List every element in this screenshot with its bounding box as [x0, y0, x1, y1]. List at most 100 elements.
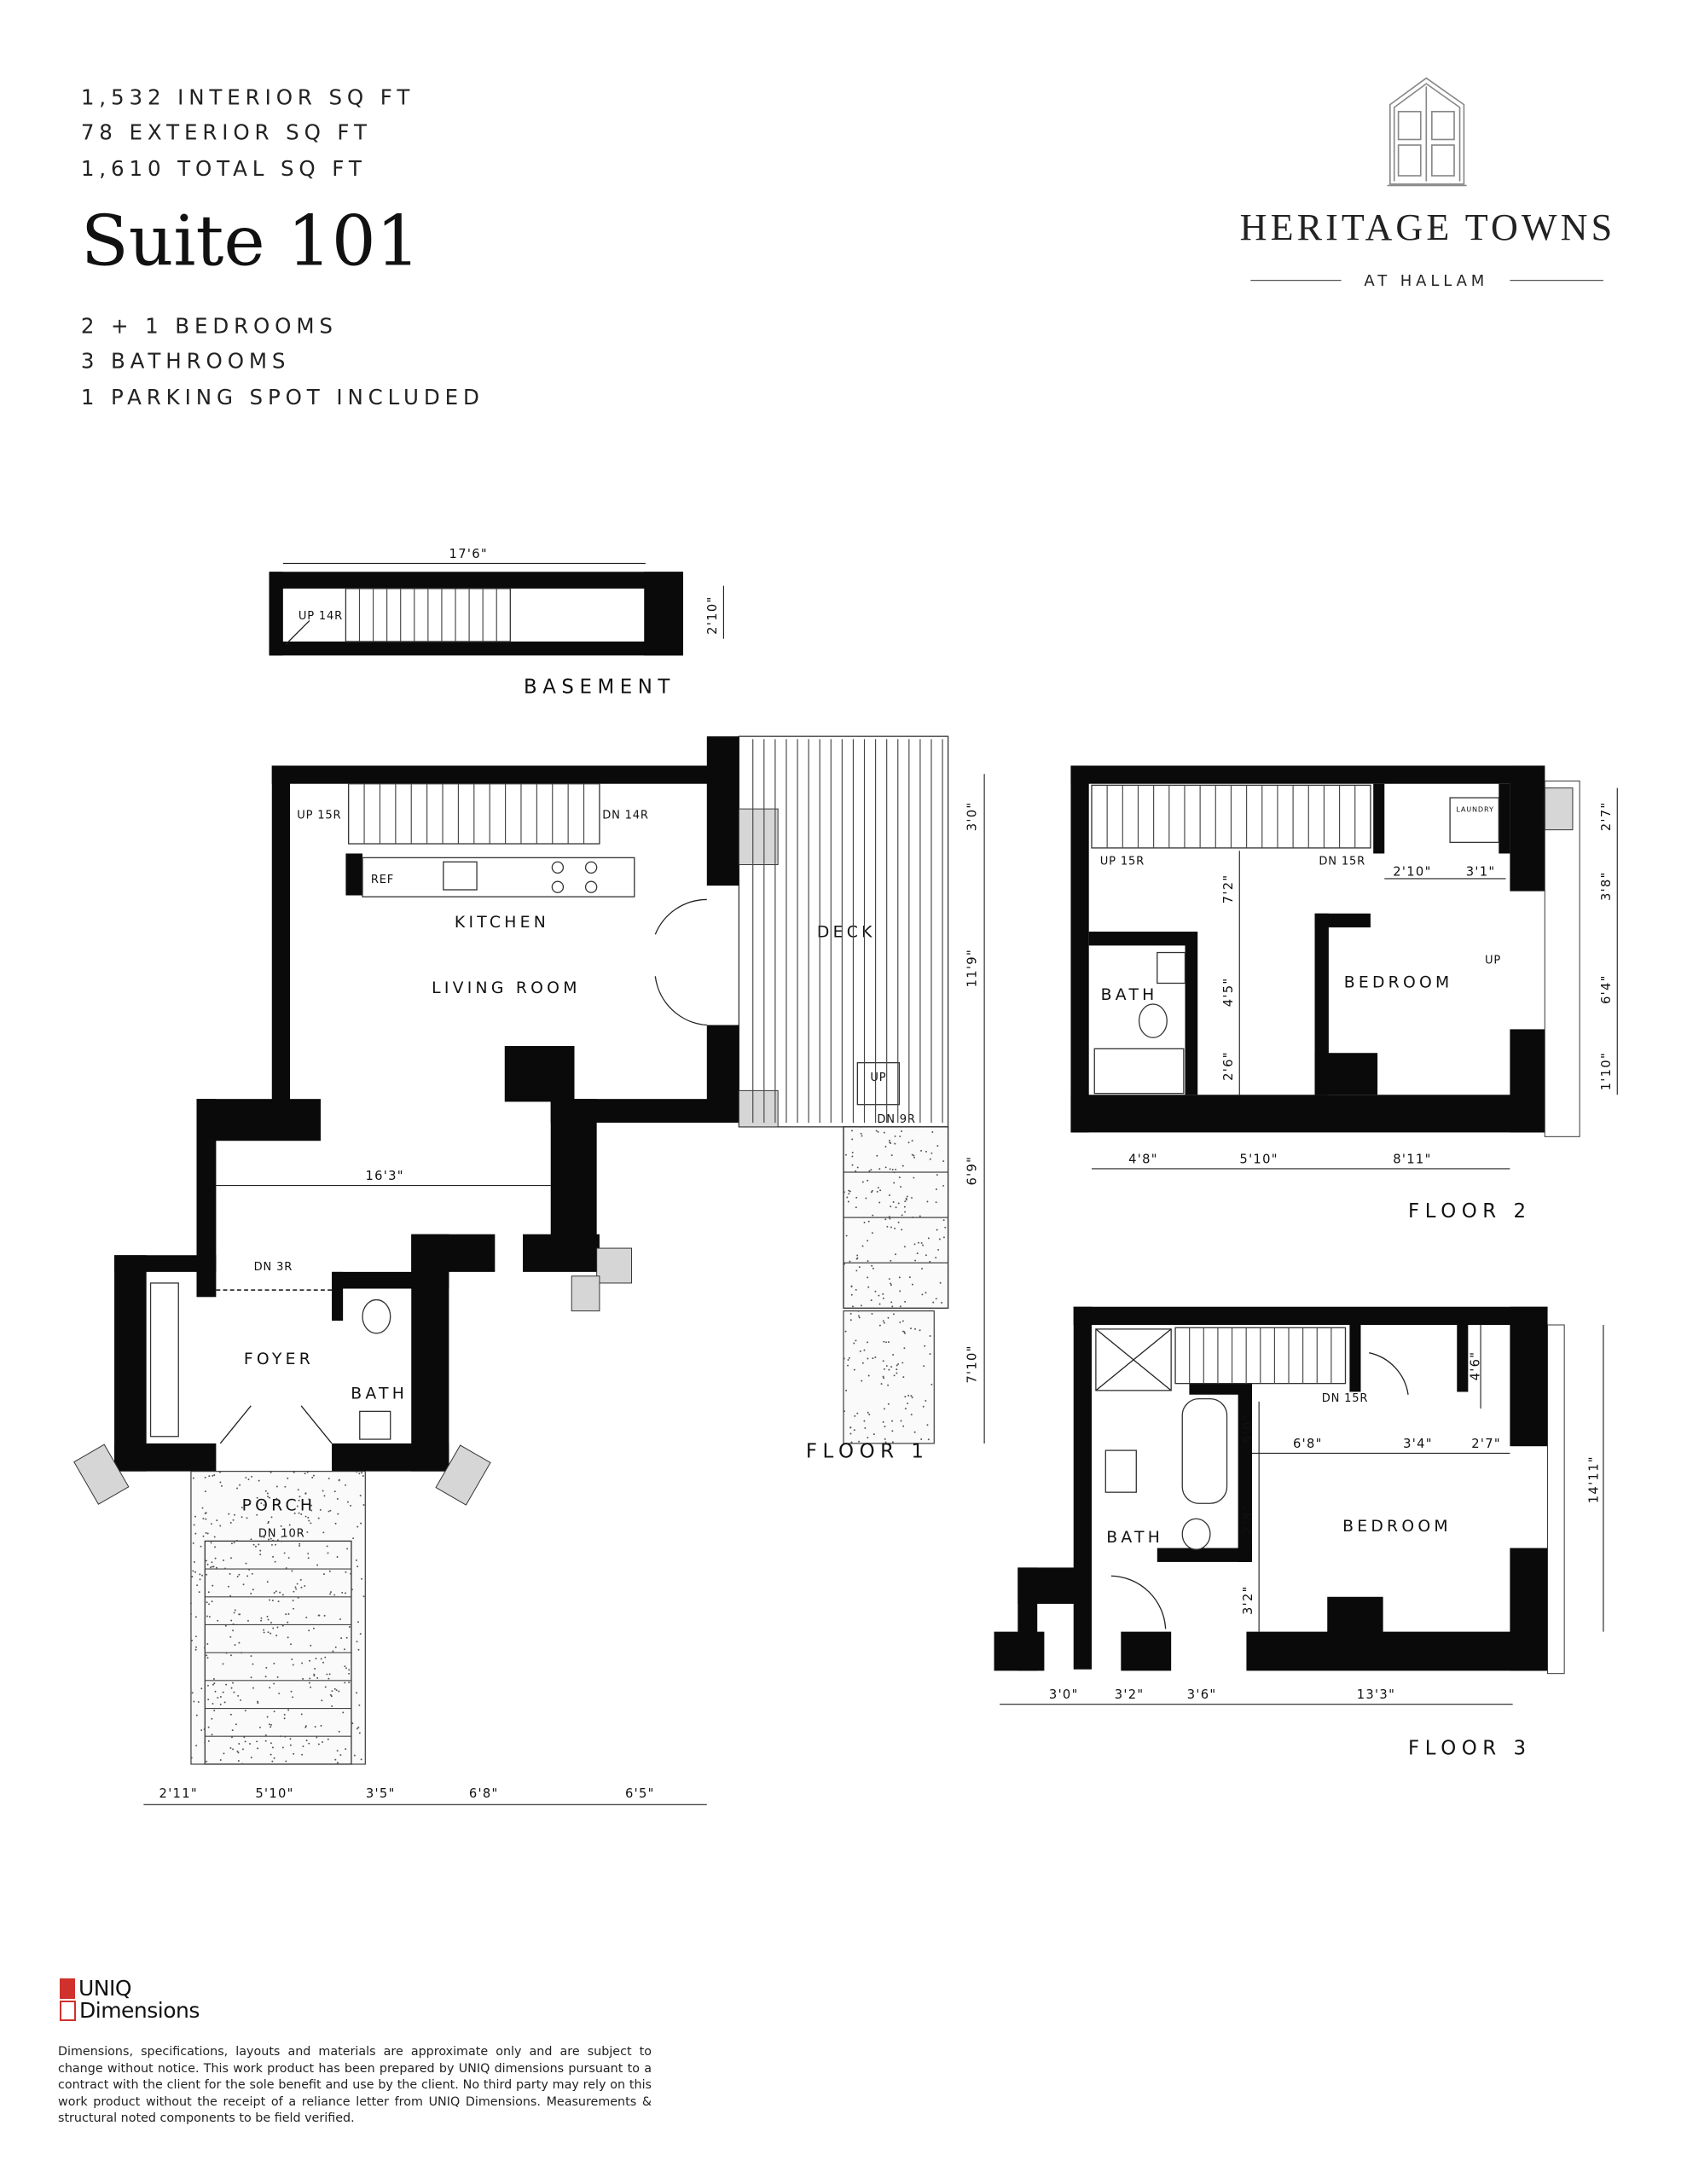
speckle-dot: [219, 1696, 222, 1698]
speckle-dot: [853, 1368, 855, 1371]
speckle-dot: [356, 1692, 358, 1694]
speckle-dot: [329, 1593, 332, 1595]
speckle-dot: [890, 1284, 892, 1287]
speckle-dot: [264, 1676, 267, 1678]
f1-bottom-dim-1: 2'11": [159, 1786, 198, 1801]
speckle-dot: [241, 1652, 243, 1654]
speckle-dot: [901, 1130, 902, 1132]
speckle-dot: [300, 1586, 303, 1589]
speckle-dot: [305, 1616, 308, 1618]
f3-v2-dim: 2'8": [1241, 1504, 1255, 1534]
speckle-dot: [258, 1543, 260, 1546]
speckle-dot: [301, 1753, 304, 1756]
speckle-dot: [883, 1321, 885, 1324]
speckle-dot: [889, 1141, 891, 1144]
speckle-dot: [257, 1700, 259, 1703]
floor-2-plan: LAUNDRY UP 15R DN 15R UP BATH BEDROOM 7'…: [1070, 765, 1618, 1223]
speckle-dot: [857, 1315, 860, 1317]
speckle-dot: [234, 1513, 235, 1516]
speckle-dot: [192, 1570, 194, 1572]
speckle-dot: [270, 1632, 272, 1635]
speckle-dot: [885, 1341, 887, 1344]
speckle-dot: [890, 1282, 892, 1285]
speckle-dot: [229, 1521, 232, 1524]
speckle-dot: [845, 1153, 847, 1156]
speckle-dot: [304, 1585, 306, 1587]
speckle-dot: [331, 1705, 333, 1707]
speckle-dot: [360, 1522, 362, 1525]
speckle-dot: [194, 1648, 197, 1651]
speckle-dot: [914, 1259, 917, 1262]
speckle-dot: [214, 1546, 217, 1548]
speckle-dot: [242, 1583, 245, 1586]
speckle-dot: [267, 1618, 270, 1621]
speckle-dot: [855, 1339, 857, 1342]
speckle-dot: [302, 1745, 304, 1748]
speckle-dot: [193, 1561, 195, 1563]
speckle-dot: [242, 1748, 244, 1751]
speckle-dot: [273, 1592, 275, 1594]
speckle-dot: [887, 1384, 890, 1386]
speckle-dot: [919, 1329, 921, 1332]
speckle-dot: [314, 1667, 316, 1670]
speckle-dot: [291, 1658, 293, 1660]
uniq-logo-line1: UNIQ: [78, 1976, 132, 2001]
speckle-dot: [271, 1760, 274, 1763]
speckle-dot: [270, 1516, 273, 1519]
speckle-dot: [300, 1713, 303, 1716]
speckle-dot: [201, 1507, 204, 1509]
floor-3-plan: DN 15R BATH BEDROOM 5'0" 2'8" 3'2" 4'6" …: [994, 1306, 1604, 1759]
speckle-dot: [295, 1588, 298, 1590]
speckle-dot: [214, 1557, 217, 1560]
speckle-dot: [235, 1539, 238, 1542]
speckle-dot: [897, 1221, 900, 1223]
f3-closet-dim: 4'6": [1468, 1351, 1482, 1381]
speckle-dot: [894, 1135, 896, 1137]
speckle-dot: [289, 1738, 292, 1740]
speckle-dot: [864, 1426, 867, 1429]
speckle-dot: [893, 1374, 896, 1377]
speckle-dot: [216, 1566, 217, 1569]
speckle-dot: [308, 1742, 310, 1745]
speckle-dot: [327, 1552, 329, 1554]
speckle-dot: [848, 1193, 850, 1195]
speckle-dot: [855, 1288, 857, 1291]
speckle-dot: [335, 1689, 338, 1692]
speckle-dot: [238, 1743, 241, 1745]
speckle-dot: [867, 1357, 869, 1360]
speckle-dot: [232, 1629, 235, 1632]
speckle-dot: [204, 1490, 206, 1493]
basement-width-dim: 17'6": [449, 547, 488, 561]
speckle-dot: [858, 1266, 861, 1269]
parking-info: 1 PARKING SPOT INCLUDED: [81, 385, 484, 410]
speckle-dot: [884, 1426, 886, 1428]
speckle-dot: [202, 1535, 205, 1537]
speckle-dot: [266, 1716, 269, 1718]
speckle-dot: [857, 1310, 860, 1312]
speckle-dot: [886, 1225, 889, 1228]
speckle-dot: [208, 1616, 211, 1618]
speckle-dot: [855, 1170, 857, 1172]
speckle-dot: [271, 1599, 274, 1601]
speckle-dot: [256, 1740, 258, 1743]
speckle-dot: [248, 1568, 251, 1571]
speckle-dot: [273, 1711, 275, 1713]
speckle-dot: [304, 1472, 306, 1475]
speckle-dot: [311, 1476, 314, 1478]
f1-bottom-dim-2: 5'10": [255, 1786, 293, 1801]
speckle-dot: [245, 1562, 247, 1565]
f2-stair-dn: DN 15R: [1319, 856, 1365, 868]
speckle-dot: [241, 1516, 243, 1519]
f3-bedroom-label: BEDROOM: [1342, 1518, 1452, 1536]
speckle-dot: [336, 1497, 339, 1500]
speckle-dot: [887, 1341, 890, 1344]
speckle-dot: [229, 1654, 232, 1657]
speckle-dot: [903, 1332, 906, 1334]
speckle-dot: [362, 1504, 365, 1506]
speckle-dot: [239, 1484, 241, 1486]
speckle-dot: [867, 1286, 870, 1288]
speckle-dot: [358, 1732, 361, 1734]
speckle-dot: [201, 1574, 204, 1577]
speckle-dot: [916, 1252, 919, 1255]
speckle-dot: [890, 1301, 893, 1304]
